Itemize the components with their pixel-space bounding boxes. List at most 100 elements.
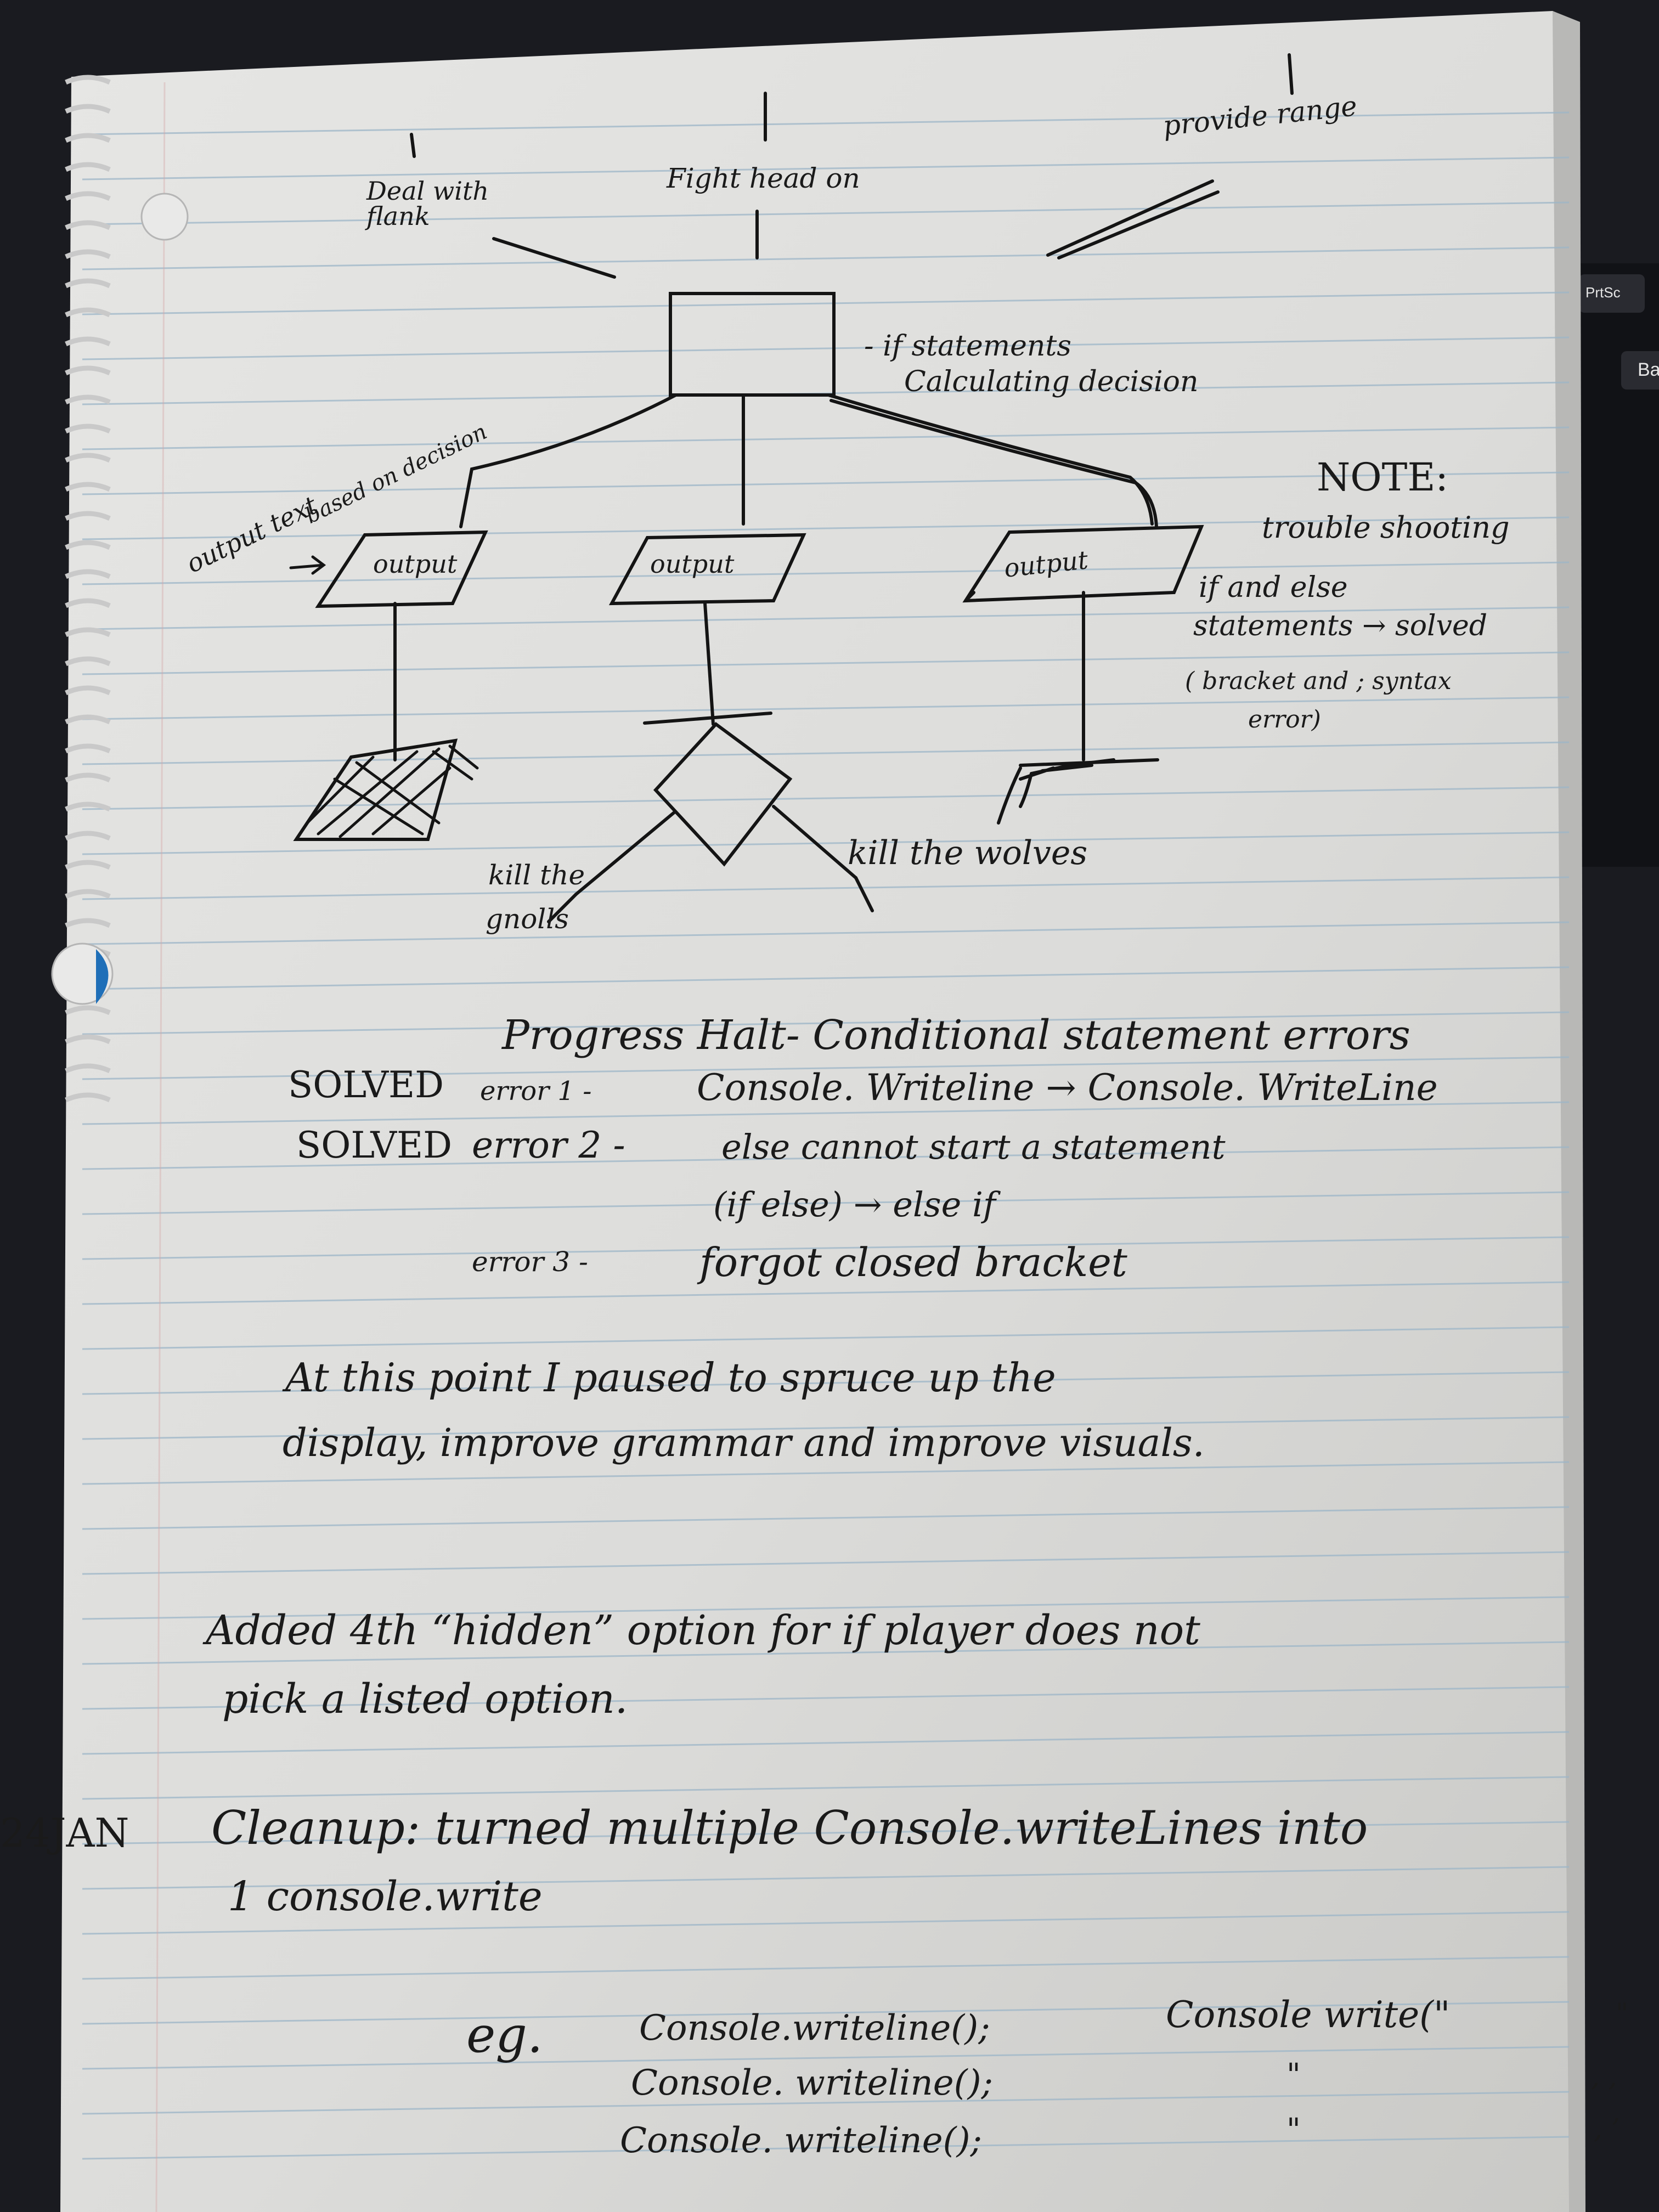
prtsc-key xyxy=(1579,274,1645,313)
ruled-line xyxy=(82,831,1570,855)
ruled-line xyxy=(82,1191,1570,1215)
ruled-line xyxy=(82,1056,1570,1080)
kill-left-line1: kill the xyxy=(488,859,585,891)
spiral-ring xyxy=(65,569,111,579)
prtsc-label: PrtSc xyxy=(1585,284,1621,301)
ruled-line xyxy=(82,2091,1570,2115)
example-ditto-1: " xyxy=(1286,2057,1301,2093)
ruled-line xyxy=(82,1686,1570,1710)
spiral-ring xyxy=(65,75,111,85)
solved-2: SOLVED xyxy=(296,1124,453,1166)
note-title: NOTE: xyxy=(1317,455,1449,500)
spiral-ring xyxy=(65,424,111,434)
ruled-line xyxy=(82,471,1570,495)
spiral-ring xyxy=(65,831,111,841)
ba-key xyxy=(1621,351,1659,390)
added-line2: pick a listed option. xyxy=(222,1675,628,1723)
error-2-label: error 2 - xyxy=(472,1124,625,1166)
ruled-line xyxy=(82,786,1570,810)
ruled-line xyxy=(82,741,1570,765)
spiral-ring xyxy=(65,598,111,608)
ruled-line xyxy=(82,426,1570,450)
blue-mark xyxy=(96,949,109,1004)
spiral-ring xyxy=(65,104,111,114)
ruled-line xyxy=(82,1551,1570,1575)
note-line3: statements → solved xyxy=(1193,610,1488,642)
ruled-line xyxy=(82,1011,1570,1035)
ruled-line xyxy=(82,1911,1570,1935)
spiral-ring xyxy=(65,191,111,201)
spiral-ring xyxy=(65,656,111,667)
error-1-label: error 1 - xyxy=(480,1076,592,1107)
scribbled-shape xyxy=(293,738,458,841)
spiral-ring xyxy=(65,772,111,783)
spiral-ring xyxy=(65,889,111,899)
ruled-line xyxy=(82,696,1570,720)
example-code-2: Console. writeline(); xyxy=(631,2063,994,2103)
spiral-ring xyxy=(65,394,111,405)
spiral-ring xyxy=(65,482,111,492)
note-line2: if and else xyxy=(1199,571,1348,604)
ruled-line xyxy=(82,246,1570,270)
ruled-line xyxy=(82,111,1570,136)
ruled-line xyxy=(82,1236,1570,1260)
spiral-ring xyxy=(65,1092,111,1103)
ruled-line xyxy=(82,336,1570,360)
decision-box xyxy=(669,292,836,397)
spiral-ring xyxy=(65,802,111,812)
spiral-ring xyxy=(65,365,111,376)
example-eg: eg. xyxy=(466,2006,543,2064)
ruled-line xyxy=(82,921,1570,945)
ruled-line xyxy=(82,1956,1570,1980)
kill-right-label: kill the wolves xyxy=(848,834,1088,872)
output-left-label: output xyxy=(373,549,458,579)
output-shape-left xyxy=(315,530,488,608)
spiral-ring xyxy=(65,540,111,550)
cleanup-line2: 1 console.write xyxy=(228,1873,543,1920)
ruled-line xyxy=(82,1821,1570,1845)
ruled-line xyxy=(82,876,1570,900)
ruled-line xyxy=(82,1641,1570,1665)
spiral-ring xyxy=(65,860,111,870)
edge-mark-1: " xyxy=(1616,1997,1628,2029)
ruled-line xyxy=(82,2136,1570,2160)
page-edge-shadow xyxy=(1553,11,1585,2212)
branch-left-label: Deal with flank xyxy=(366,176,489,231)
spiral-ring xyxy=(65,743,111,754)
spiral-ring xyxy=(65,1034,111,1045)
spiral-ring xyxy=(65,1005,111,1015)
decision-note-line2: Calculating decision xyxy=(904,365,1199,398)
ruled-line xyxy=(82,1326,1570,1350)
spiral-ring xyxy=(65,220,111,230)
branch-middle-label: Fight head on xyxy=(667,162,860,194)
output-middle-label: output xyxy=(650,549,735,579)
ruled-line xyxy=(82,1101,1570,1125)
ruled-line xyxy=(82,1371,1570,1395)
decision-diamond xyxy=(653,721,793,867)
ruled-line xyxy=(82,1506,1570,1530)
kill-left-line2: gnolls xyxy=(486,903,569,935)
example-ditto-2: " xyxy=(1286,2112,1301,2148)
error-1-text: Console. Writeline → Console. WriteLine xyxy=(697,1066,1438,1109)
error-3-label: error 3 - xyxy=(472,1246,588,1278)
ruled-line xyxy=(82,1596,1570,1620)
spiral-ring xyxy=(65,278,111,289)
ruled-line xyxy=(82,1461,1570,1485)
decision-note-line1: - if statements xyxy=(864,330,1071,363)
spiral-ring xyxy=(65,511,111,521)
error-2-text: else cannot start a statement xyxy=(721,1127,1226,1167)
edge-mark-2: , , xyxy=(1591,2061,1617,2092)
progress-heading: Progress Halt- Conditional statement err… xyxy=(502,1012,1410,1059)
pause-line1: At this point I paused to spruce up the xyxy=(285,1355,1056,1401)
spiral-ring xyxy=(65,918,111,928)
margin-line xyxy=(155,82,166,2212)
example-code-3: Console. writeline(); xyxy=(620,2120,983,2161)
output-shape-right xyxy=(962,524,1204,603)
ruled-lines xyxy=(82,111,1570,2160)
output-shape-middle xyxy=(608,533,806,606)
ruled-line xyxy=(82,606,1570,630)
spiral-ring xyxy=(65,453,111,463)
ruled-line xyxy=(82,561,1570,585)
notebook-page xyxy=(60,11,1580,2212)
